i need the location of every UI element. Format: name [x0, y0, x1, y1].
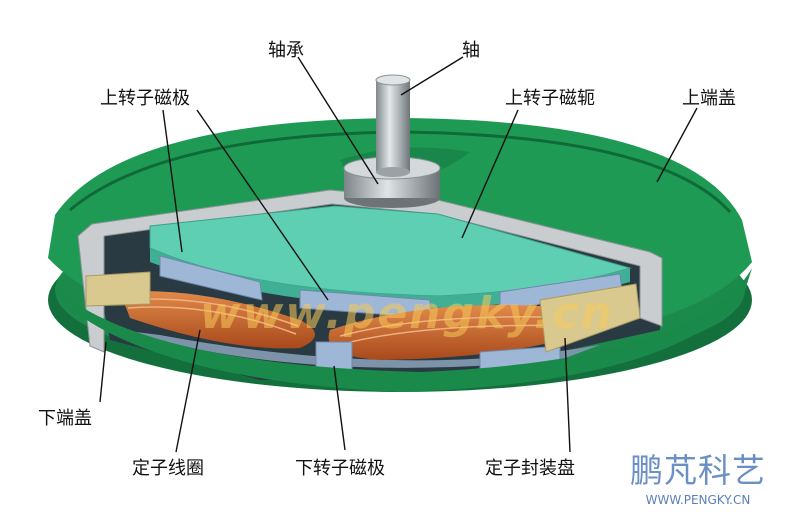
leader-lines [99, 56, 698, 453]
upper-rotor-pole [159, 255, 263, 301]
watermark-text: www.pengky.cn [200, 288, 615, 339]
brand-url: WWW.PENGKY.CN [645, 493, 751, 507]
label-lower-rotor-pole: 下转子磁极 [295, 458, 385, 479]
label-upper-rotor-pole: 上转子磁极 [100, 88, 190, 109]
brand-logo: 鹏芃科艺 WWW.PENGKY.CN [630, 444, 766, 507]
stator-housing [85, 271, 151, 307]
label-stator-housing: 定子封装盘 [485, 458, 575, 479]
cutaway-interior [60, 189, 752, 392]
label-lower-end-cover: 下端盖 [38, 408, 92, 429]
label-shaft: 轴 [462, 40, 480, 61]
brand-name: 鹏芃科艺 [630, 451, 766, 490]
stator-coil [120, 291, 592, 360]
label-bearing: 轴承 [268, 40, 304, 61]
shaft [375, 74, 411, 177]
label-upper-rotor-yoke: 上转子磁轭 [505, 88, 595, 109]
label-upper-end-cover: 上端盖 [682, 88, 736, 109]
label-stator-coil: 定子线圈 [132, 458, 204, 479]
